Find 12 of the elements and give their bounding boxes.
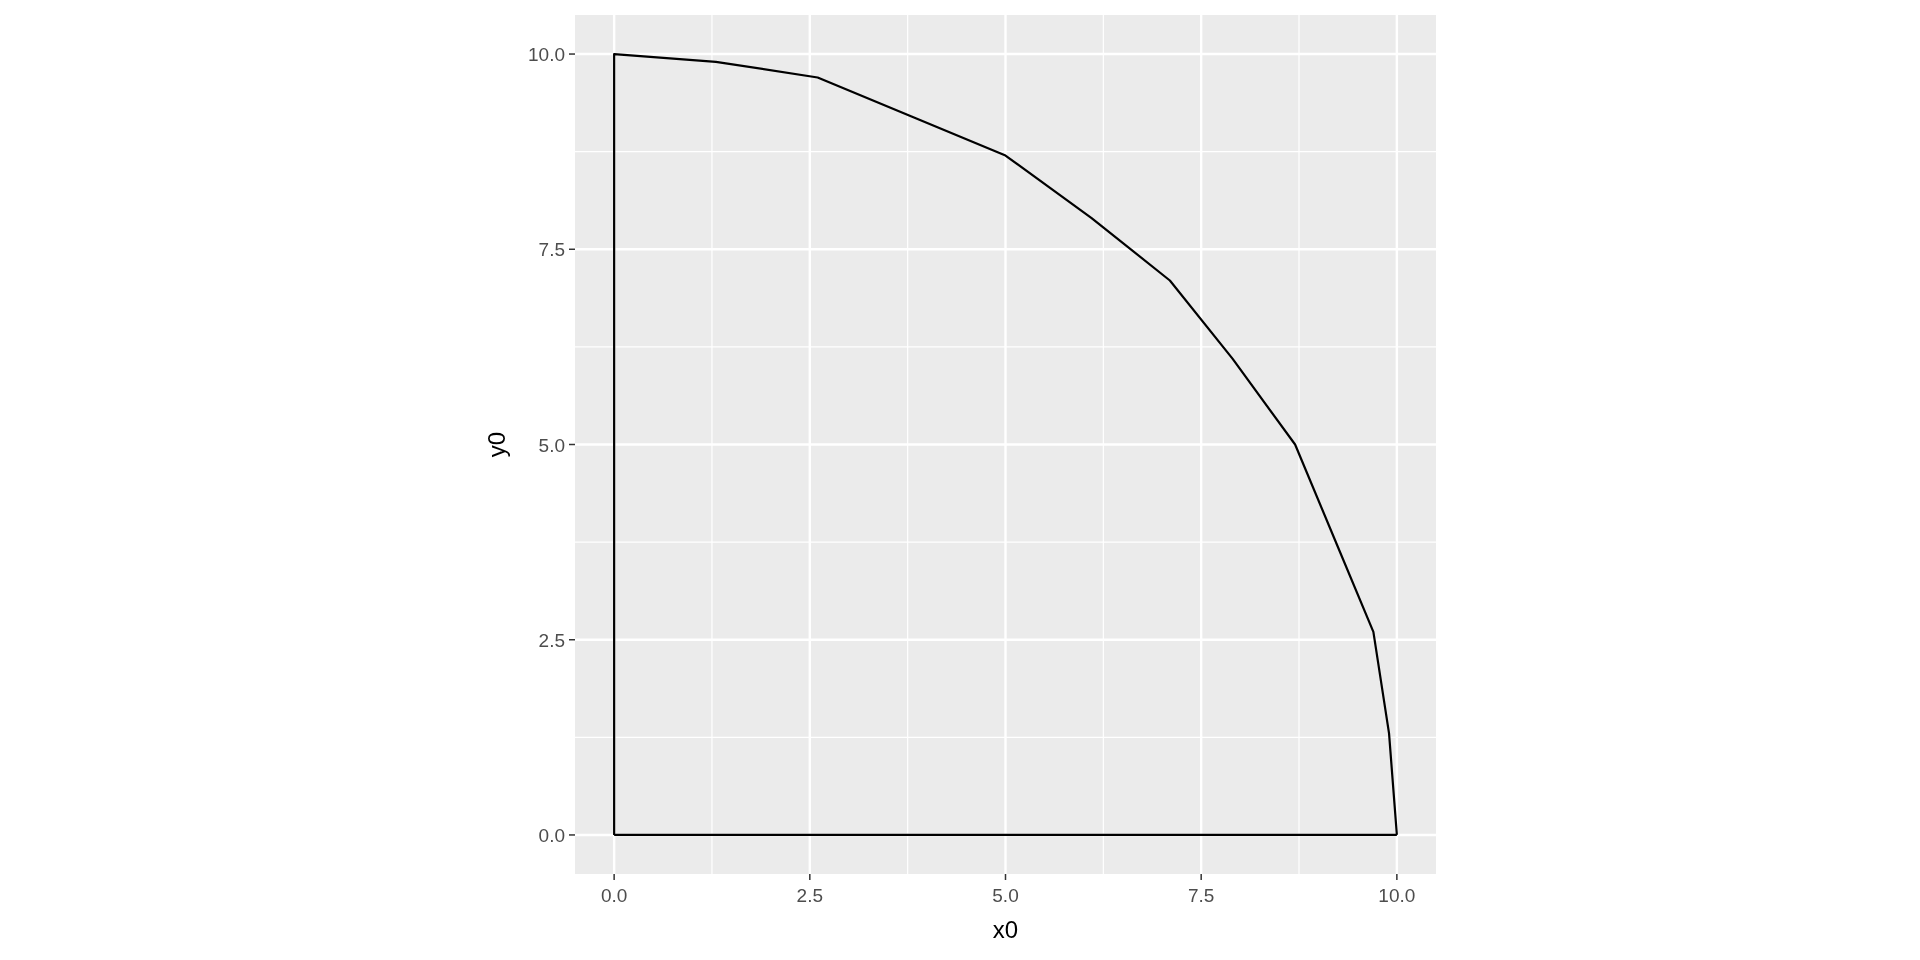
tick-label: 0.0 <box>538 824 565 846</box>
tick-label: 10.0 <box>1378 885 1416 906</box>
tick-label: 7.5 <box>538 239 565 261</box>
axis-title: x0 <box>992 916 1019 943</box>
tick-label: 5.0 <box>538 434 565 456</box>
tick-label: 5.0 <box>992 885 1019 906</box>
tick-label: 2.5 <box>796 885 824 906</box>
axis-title: y0 <box>483 431 510 458</box>
tick-label: 10.0 <box>528 44 565 66</box>
tick-label: 0.0 <box>600 885 628 906</box>
tick-label: 7.5 <box>1187 885 1215 906</box>
tick-label: 2.5 <box>538 629 565 651</box>
